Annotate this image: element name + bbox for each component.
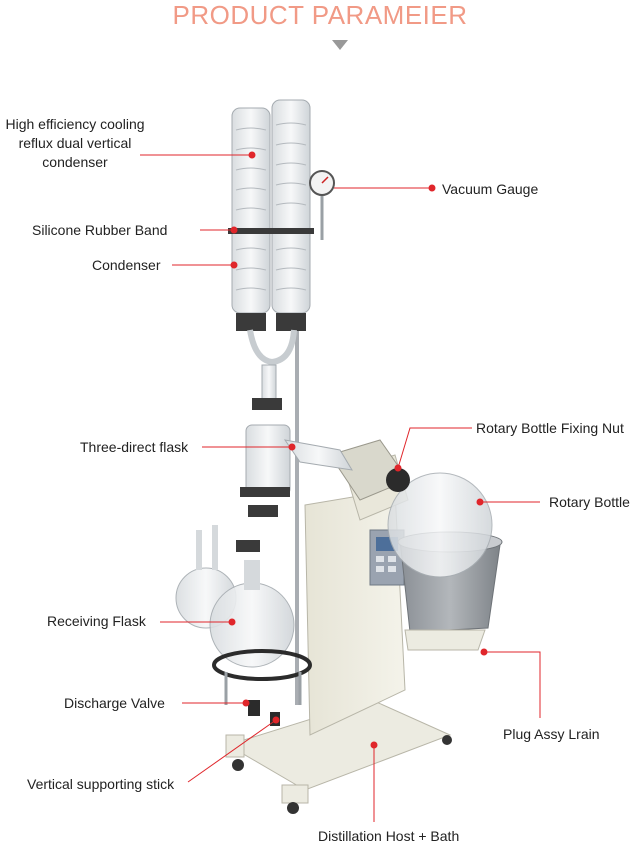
title-down-arrow-icon [332,40,348,50]
label-three-direct-flask: Three-direct flask [80,439,189,455]
label-receiving-flask: Receiving Flask [47,613,146,629]
label-silicone-rubber-band: Silicone Rubber Band [32,222,168,238]
support-rod [295,175,299,705]
label-plug-assy: Plug Assy Lrain [503,726,600,742]
label-discharge-valve: Discharge Valve [64,695,165,711]
leader-lines [140,151,541,822]
label-rotary-bottle-fixing-nut: Rotary Bottle Fixing Nut [476,420,624,436]
distillation-host-body [304,454,409,736]
glass-assembly [236,329,353,552]
vacuum-gauge [309,170,335,240]
label-vertical-supporting-stick: Vertical supporting stick [27,776,175,792]
label-distillation-host-bath: Distillation Host + Bath [318,828,460,844]
dual-condensers [228,99,314,331]
label-vacuum-gauge: Vacuum Gauge [442,181,539,197]
label-dual-condenser: High efficiency cooling reflux dual vert… [5,116,145,170]
label-condenser: Condenser [92,257,161,273]
rotary-bottle [387,472,493,578]
receiving-flasks [175,525,312,726]
rotary-head [329,439,410,501]
label-rotary-bottle: Rotary Bottle [549,494,630,510]
page-title: PRODUCT PARAMEIER [172,0,468,30]
